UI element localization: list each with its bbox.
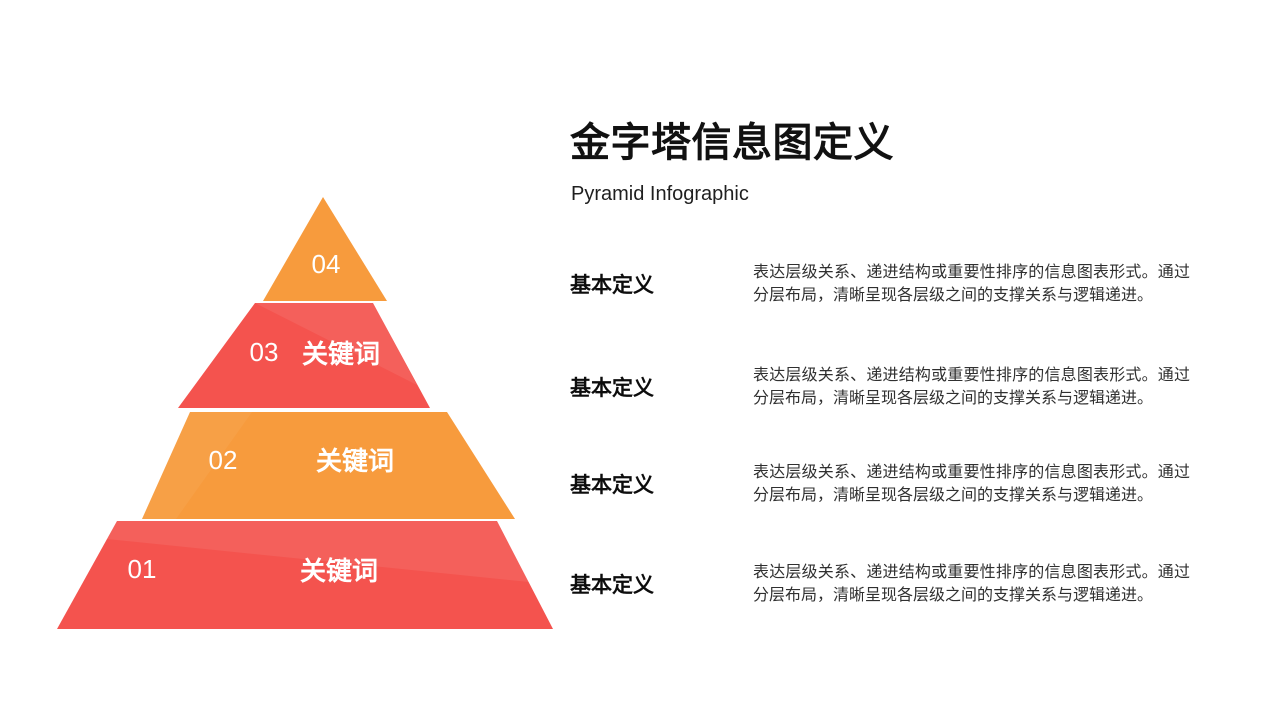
definition-text: 表达层级关系、递进结构或重要性排序的信息图表形式。通过分层布局，清晰呈现各层级之…: [753, 264, 1190, 304]
pyramid-tier-1-number: 01: [128, 554, 157, 584]
definition-row-3: 基本定义 表达层级关系、递进结构或重要性排序的信息图表形式。通过分层布局，清晰呈…: [570, 459, 1192, 509]
pyramid-tier-1-sheen: [107, 521, 529, 582]
definition-label: 基本定义: [570, 377, 654, 400]
pyramid-tier-2-sheen: [142, 412, 252, 519]
pyramid-tier-3-keyword: 关键词: [302, 339, 380, 369]
definition-row-4: 基本定义 表达层级关系、递进结构或重要性排序的信息图表形式。通过分层布局，清晰呈…: [570, 559, 1192, 609]
page-subtitle: Pyramid Infographic: [571, 183, 749, 205]
pyramid-tier-3-sheen: [255, 303, 417, 385]
pyramid-tier-2-shape: [142, 412, 515, 519]
definition-label: 基本定义: [570, 574, 654, 597]
pyramid-tier-3-shape: [178, 303, 430, 408]
definition-label: 基本定义: [570, 274, 654, 297]
pyramid-tier-3-number: 03: [250, 337, 279, 367]
pyramid-tier-1-shape: [57, 521, 553, 629]
definition-text: 表达层级关系、递进结构或重要性排序的信息图表形式。通过分层布局，清晰呈现各层级之…: [753, 367, 1190, 407]
page-title: 金字塔信息图定义: [570, 121, 894, 165]
definition-row-1: 基本定义 表达层级关系、递进结构或重要性排序的信息图表形式。通过分层布局，清晰呈…: [570, 259, 1192, 309]
pyramid-tier-4-shape: [263, 197, 387, 301]
definition-text: 表达层级关系、递进结构或重要性排序的信息图表形式。通过分层布局，清晰呈现各层级之…: [753, 464, 1190, 504]
pyramid-tier-2-keyword: 关键词: [316, 446, 394, 476]
definition-row-2: 基本定义 表达层级关系、递进结构或重要性排序的信息图表形式。通过分层布局，清晰呈…: [570, 362, 1192, 412]
pyramid-tier-1-keyword: 关键词: [300, 556, 378, 586]
pyramid-tier-2-number: 02: [209, 445, 238, 475]
definition-label: 基本定义: [570, 474, 654, 497]
pyramid-tier-4-number: 04: [312, 249, 341, 279]
definition-text: 表达层级关系、递进结构或重要性排序的信息图表形式。通过分层布局，清晰呈现各层级之…: [753, 564, 1190, 604]
pyramid-infographic: 04 03 关键词 02 关键词 01 关键词: [57, 197, 553, 629]
